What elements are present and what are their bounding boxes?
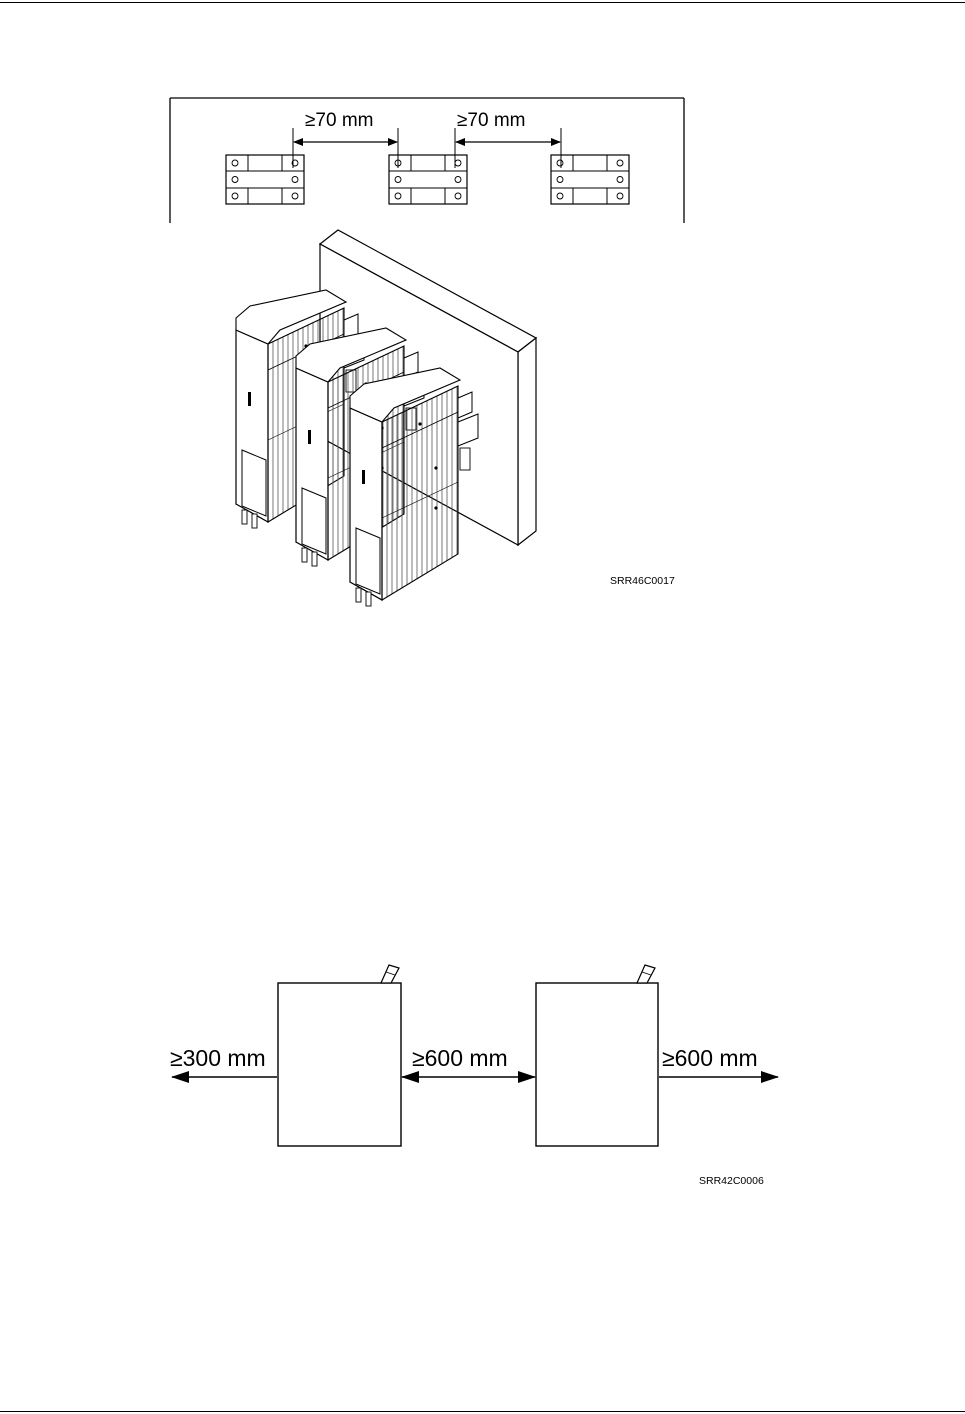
clearance-label-middle: ≥600 mm	[412, 1045, 508, 1071]
cabinet-right	[536, 965, 658, 1146]
clearance-label-left: ≥300 mm	[170, 1045, 266, 1071]
clearance-label-right: ≥600 mm	[662, 1045, 758, 1071]
cabinet-left	[278, 965, 401, 1146]
footer-rule	[0, 1411, 965, 1412]
figure-2-code: SRR42C0006	[699, 1175, 764, 1187]
